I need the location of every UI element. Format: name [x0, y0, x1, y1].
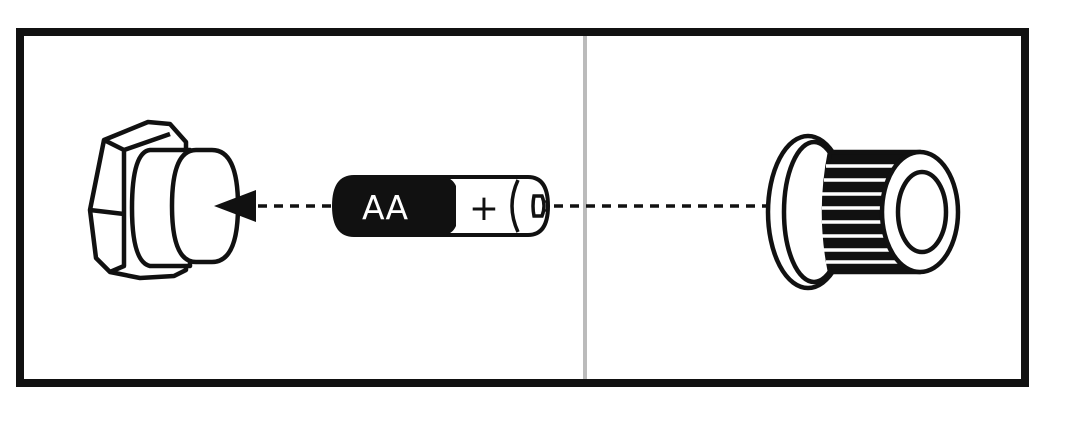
insertion-arrowhead: [214, 190, 256, 222]
battery-type-label: AA: [362, 188, 408, 227]
aa-battery-icon: [331, 175, 551, 237]
knurled-battery-compartment-icon: [765, 133, 961, 291]
battery-polarity-symbol: +: [469, 188, 499, 229]
hex-battery-cap-icon: [87, 119, 241, 281]
